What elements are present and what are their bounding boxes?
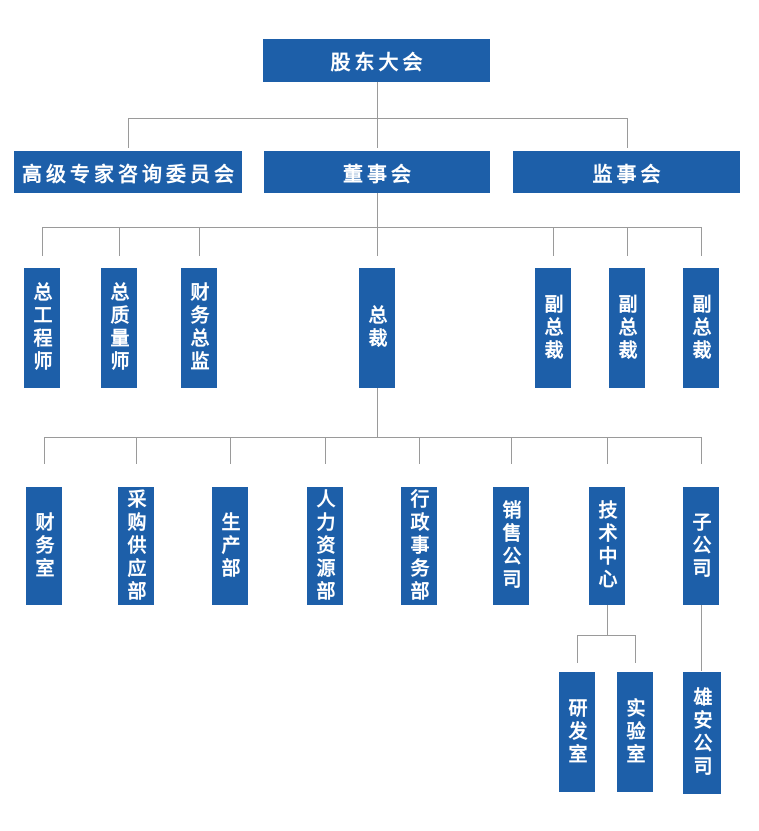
connector-line bbox=[377, 82, 378, 148]
org-node-procurement-supply-dept: 采购供应部 bbox=[118, 487, 154, 605]
org-node-subsidiary: 子公司 bbox=[683, 487, 719, 605]
connector-line bbox=[627, 118, 628, 148]
connector-line bbox=[119, 227, 120, 256]
connector-line bbox=[577, 635, 636, 636]
connector-line bbox=[377, 388, 378, 437]
connector-line bbox=[627, 227, 628, 256]
org-node-administrative-affairs-dept: 行政事务部 bbox=[401, 487, 437, 605]
org-node-senior-expert-advisory-committee: 高级专家咨询委员会 bbox=[14, 151, 242, 193]
connector-line bbox=[511, 437, 512, 464]
connector-line bbox=[136, 437, 137, 464]
org-node-finance-office: 财务室 bbox=[26, 487, 62, 605]
org-node-sales-company: 销售公司 bbox=[493, 487, 529, 605]
connector-line bbox=[701, 437, 702, 464]
org-node-supervisory-board: 监事会 bbox=[513, 151, 740, 193]
connector-line bbox=[230, 437, 231, 464]
org-node-technology-center: 技术中心 bbox=[589, 487, 625, 605]
connector-line bbox=[42, 227, 702, 228]
connector-line bbox=[199, 227, 200, 256]
connector-line bbox=[701, 605, 702, 671]
org-node-rd-office: 研发室 bbox=[559, 672, 595, 792]
org-node-vice-president-3: 副总裁 bbox=[683, 268, 719, 388]
connector-line bbox=[607, 437, 608, 464]
org-node-human-resources-dept: 人力资源部 bbox=[307, 487, 343, 605]
org-node-board-of-directors: 董事会 bbox=[264, 151, 490, 193]
org-node-xiongan-company: 雄安公司 bbox=[683, 672, 721, 794]
connector-line bbox=[635, 635, 636, 663]
org-node-vice-president-1: 副总裁 bbox=[535, 268, 571, 388]
connector-line bbox=[325, 437, 326, 464]
connector-line bbox=[577, 635, 578, 663]
connector-line bbox=[701, 227, 702, 256]
org-node-laboratory: 实验室 bbox=[617, 672, 653, 792]
connector-line bbox=[42, 227, 43, 256]
org-node-vice-president-2: 副总裁 bbox=[609, 268, 645, 388]
connector-line bbox=[607, 605, 608, 635]
connector-line bbox=[553, 227, 554, 256]
connector-line bbox=[44, 437, 45, 464]
connector-line bbox=[128, 118, 129, 148]
connector-line bbox=[377, 193, 378, 256]
connector-line bbox=[128, 118, 628, 119]
connector-line bbox=[44, 437, 702, 438]
org-node-finance-director: 财务总监 bbox=[181, 268, 217, 388]
org-node-president: 总裁 bbox=[359, 268, 395, 388]
org-node-chief-engineer: 总工程师 bbox=[24, 268, 60, 388]
connector-line bbox=[419, 437, 420, 464]
org-node-production-dept: 生产部 bbox=[212, 487, 248, 605]
org-node-shareholders-meeting: 股东大会 bbox=[263, 39, 490, 82]
org-node-chief-quality-engineer: 总质量师 bbox=[101, 268, 137, 388]
